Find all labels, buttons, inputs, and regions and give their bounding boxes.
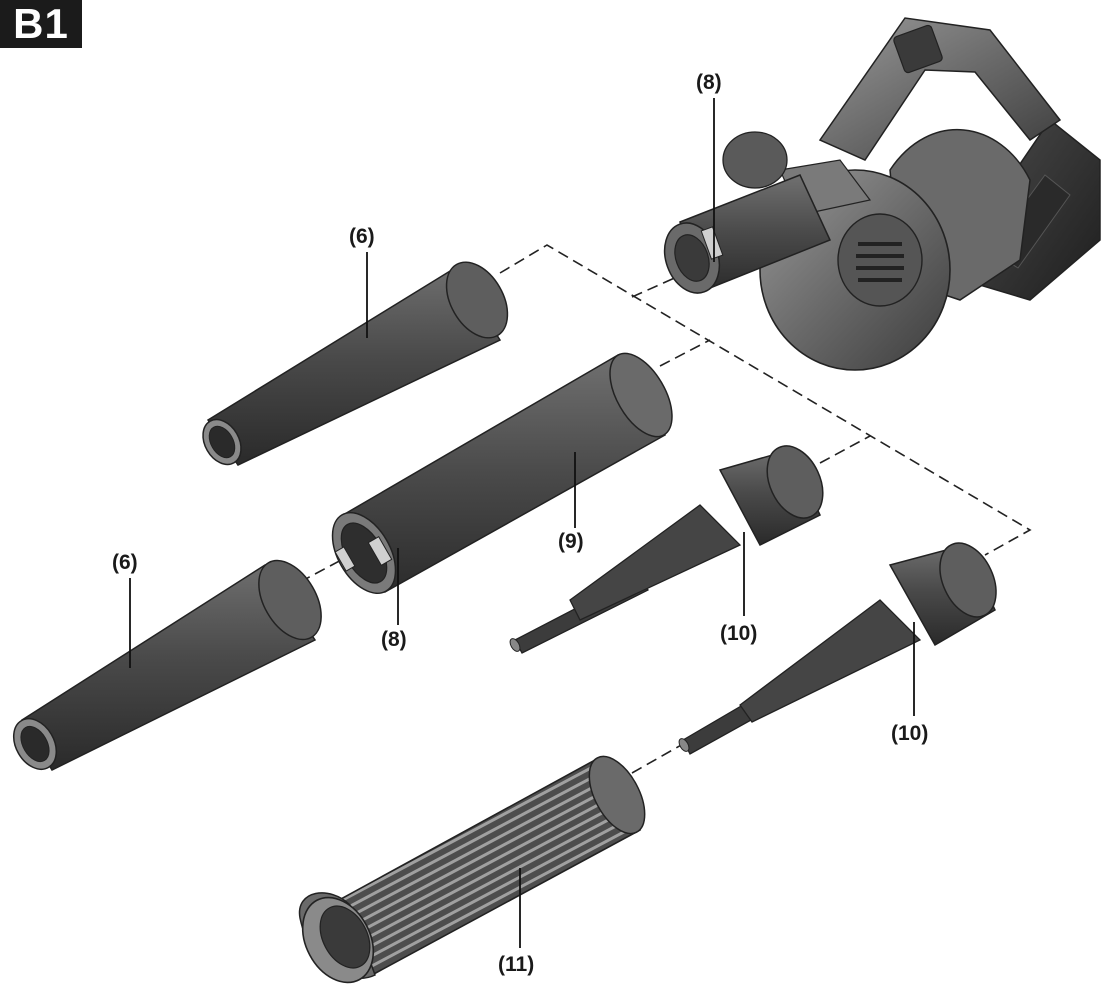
callout-10-right: (10): [891, 722, 929, 745]
leader-lines: [129, 98, 915, 948]
guide-line-tube: [659, 339, 711, 367]
callout-8-tube: (8): [381, 628, 407, 651]
blower-handle: [818, 17, 1062, 161]
callout-6-left: (6): [112, 551, 138, 574]
guide-line-main: [499, 244, 1032, 556]
callout-10-middle: (10): [720, 622, 758, 645]
narrow-nozzle-middle: [509, 445, 824, 654]
callout-8-blower: (8): [696, 71, 722, 94]
guide-line-cone-left: [299, 557, 346, 583]
guide-line-nozzle-middle: [819, 435, 871, 464]
callout-6-top: (6): [349, 225, 375, 248]
figure-label-badge: B1: [0, 0, 82, 48]
narrow-nozzle-right: [678, 542, 997, 755]
callout-11: (11): [498, 953, 535, 976]
callout-9: (9): [558, 530, 584, 553]
blower-tool: [663, 17, 1101, 371]
flexible-hose: [298, 755, 646, 984]
air-vent-icon: [856, 242, 904, 282]
cone-nozzle-top: [202, 261, 509, 466]
extension-tube: [331, 352, 673, 595]
cone-nozzle-left: [12, 559, 322, 771]
